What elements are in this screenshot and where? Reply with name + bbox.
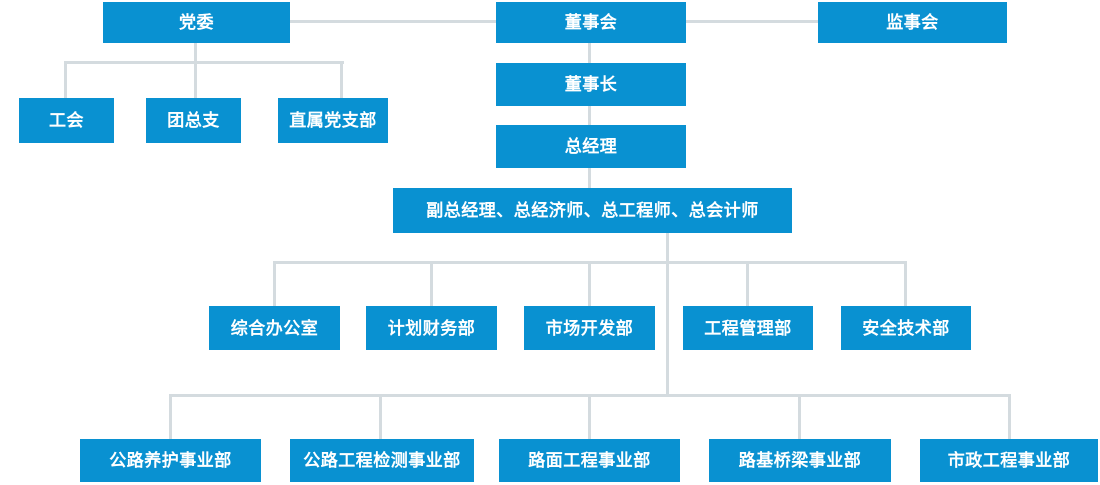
connector-central-drop <box>666 233 669 397</box>
node-label: 副总经理、总经济师、总工程师、总会计师 <box>426 201 759 220</box>
node-label: 团总支 <box>167 111 220 130</box>
node-highway-maintenance: 公路养护事业部 <box>80 439 261 482</box>
node-supervisory-board: 监事会 <box>818 2 1007 43</box>
connector-stub-municipal-engineering <box>1008 394 1011 439</box>
node-label: 公路工程检测事业部 <box>303 451 461 470</box>
node-label: 工程管理部 <box>704 318 792 338</box>
node-pavement-engineering: 路面工程事业部 <box>499 439 680 482</box>
node-label: 综合办公室 <box>230 318 319 338</box>
node-label: 监事会 <box>886 13 939 32</box>
node-general-manager: 总经理 <box>496 125 686 168</box>
connector-stub-engineering-management <box>746 261 749 306</box>
node-planning-finance: 计划财务部 <box>366 306 497 350</box>
node-roadbed-bridge: 路基桥梁事业部 <box>709 439 891 482</box>
connector-stub-highway-maintenance <box>169 394 172 439</box>
connector-stub-planning-finance <box>430 261 433 306</box>
node-label: 董事会 <box>564 13 618 32</box>
connector-stub-market-development <box>588 261 591 306</box>
node-label: 市政工程事业部 <box>947 451 1071 470</box>
node-label: 公路养护事业部 <box>109 451 232 470</box>
node-label: 总经理 <box>564 137 618 156</box>
connector-stub-highway-testing <box>379 394 382 439</box>
node-general-office: 综合办公室 <box>209 306 340 350</box>
node-deputy-leaders: 副总经理、总经济师、总工程师、总会计师 <box>393 188 792 233</box>
connector-stub-pavement-engineering <box>588 394 591 439</box>
node-labor-union: 工会 <box>19 98 114 143</box>
node-municipal-engineering: 市政工程事业部 <box>920 439 1098 482</box>
connector-party-drop <box>194 43 197 98</box>
node-chairman: 董事长 <box>496 63 686 106</box>
node-highway-testing: 公路工程检测事业部 <box>290 439 474 482</box>
node-label: 路面工程事业部 <box>528 451 651 470</box>
connector-stub-roadbed-bridge <box>798 394 801 439</box>
node-label: 市场开发部 <box>545 318 634 338</box>
node-party-committee: 党委 <box>103 2 290 43</box>
connector-board-to-chairman <box>588 43 591 63</box>
node-safety-technology: 安全技术部 <box>841 306 971 350</box>
connector-stub-safety-technology <box>904 261 907 306</box>
node-label: 直属党支部 <box>289 111 377 130</box>
connector-stub-labor-union <box>64 61 67 98</box>
connector-stub-general-office <box>273 261 276 306</box>
node-board-of-directors: 董事会 <box>496 2 686 43</box>
node-label: 党委 <box>179 13 214 32</box>
node-market-development: 市场开发部 <box>524 306 655 350</box>
connector-chairman-to-gm <box>588 106 591 125</box>
node-label: 安全技术部 <box>862 318 950 338</box>
node-label: 路基桥梁事业部 <box>738 451 862 470</box>
node-label: 董事长 <box>564 75 618 94</box>
node-direct-party-branch: 直属党支部 <box>278 98 388 143</box>
node-engineering-management: 工程管理部 <box>683 306 813 350</box>
node-label: 计划财务部 <box>387 318 476 338</box>
connector-party-branch <box>64 61 344 64</box>
connector-party-to-board <box>290 20 496 23</box>
connector-gm-to-deputies <box>588 168 591 188</box>
node-label: 工会 <box>49 111 84 130</box>
connector-board-to-supervisory <box>686 20 818 23</box>
node-youth-league: 团总支 <box>146 98 241 143</box>
connector-stub-party-branch <box>340 61 343 98</box>
